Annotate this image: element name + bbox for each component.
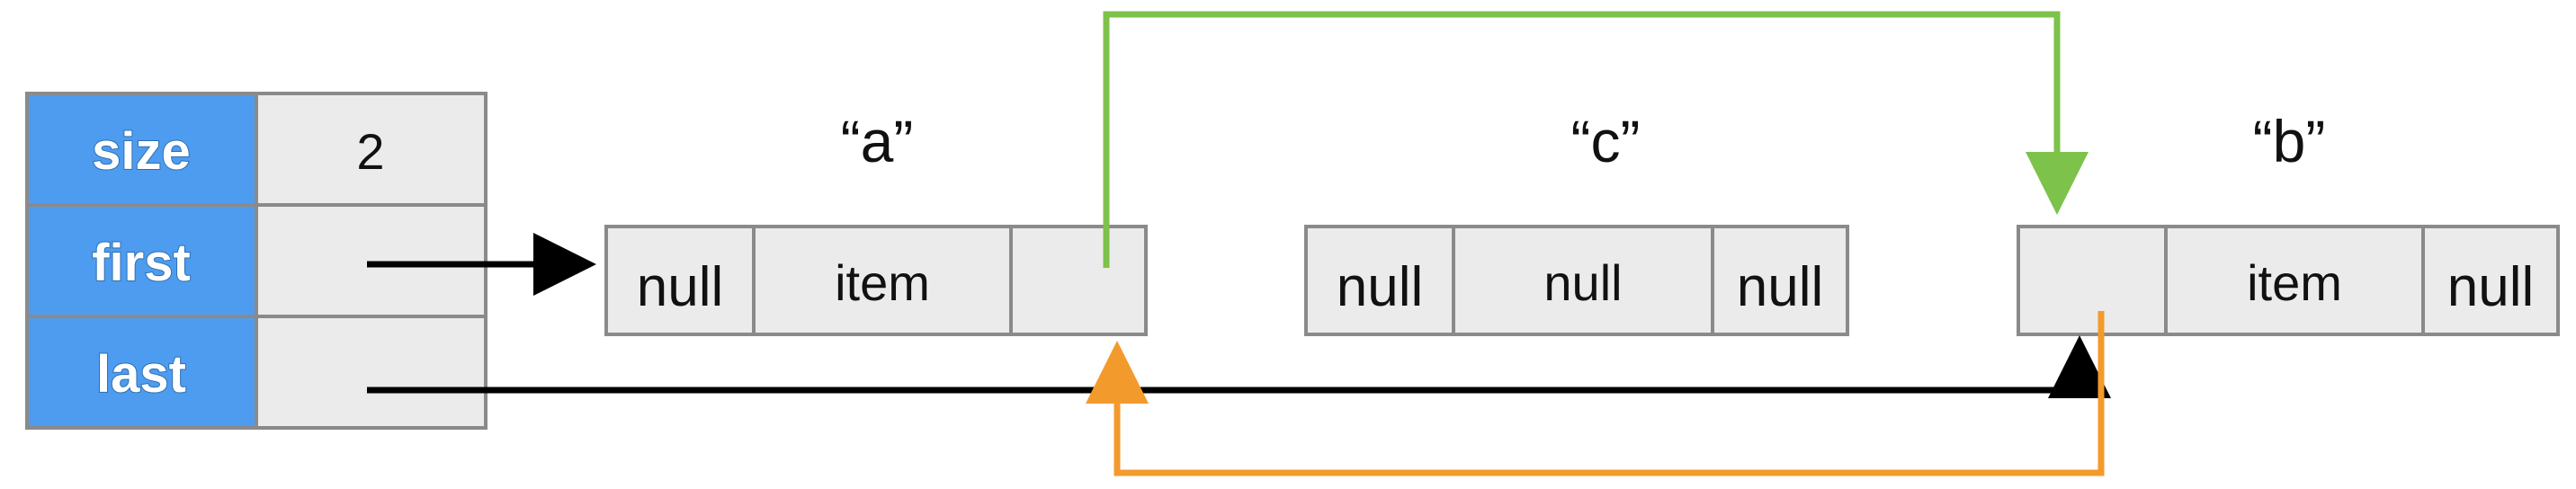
size-value-cell xyxy=(255,92,487,207)
node-c-title: “c” xyxy=(1571,108,1641,174)
node-a-item-cell xyxy=(752,225,1013,336)
size-value: 2 xyxy=(356,123,384,180)
node-a-next-cell xyxy=(1009,225,1148,336)
node-a-prev: null xyxy=(637,256,724,318)
node-c-next: null xyxy=(1737,256,1824,318)
node-c-item-cell xyxy=(1452,225,1714,336)
first-label: first xyxy=(92,234,191,292)
list-table: size 2 first last xyxy=(25,92,487,430)
prev-link-arrow xyxy=(1086,311,2105,476)
node-b: “b” item null xyxy=(2017,108,2560,336)
node-b-title: “b” xyxy=(2253,108,2326,174)
last-pointer-arrow xyxy=(367,335,2111,398)
last-label: last xyxy=(96,345,186,404)
node-a-title: “a” xyxy=(841,108,914,174)
first-row: first xyxy=(25,203,487,318)
first-value-cell xyxy=(255,203,487,318)
next-link-arrow xyxy=(1103,11,2089,268)
node-b-next: null xyxy=(2447,256,2535,318)
last-row: last xyxy=(25,315,487,430)
node-a-prev-cell xyxy=(604,225,756,336)
node-a-item: item xyxy=(835,254,930,311)
node-c-prev: null xyxy=(1337,256,1424,318)
node-c-prev-cell xyxy=(1304,225,1455,336)
size-label-cell xyxy=(25,92,258,207)
node-c-next-cell xyxy=(1711,225,1849,336)
size-label: size xyxy=(92,122,191,181)
node-c-item: null xyxy=(1543,254,1622,311)
node-a: “a” null item xyxy=(604,108,1148,336)
node-b-next-cell xyxy=(2421,225,2560,336)
node-c: “c” null null null xyxy=(1304,108,1849,336)
size-row: size 2 xyxy=(25,92,487,207)
node-b-prev-cell xyxy=(2017,225,2168,336)
last-value-cell xyxy=(255,315,487,430)
node-b-item: item xyxy=(2247,254,2342,311)
node-b-item-cell xyxy=(2164,225,2425,336)
